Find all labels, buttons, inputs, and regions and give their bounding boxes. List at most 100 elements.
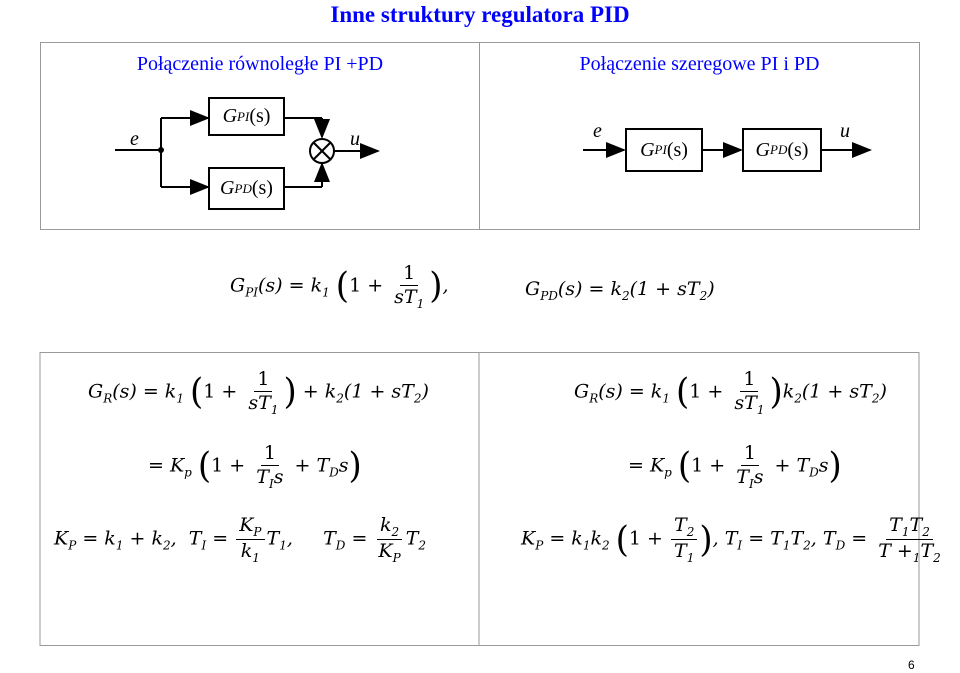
series-gpi-g: G [640,138,655,161]
equation-term: = K [628,454,665,477]
equation-term: 2 [162,538,171,553]
equation-term: s [818,454,829,477]
series-gpd-g: G [755,138,770,161]
gpd-block-sub: PD [234,180,252,196]
equation-term: (s) = k [258,274,323,297]
equation-term: P [253,524,262,539]
equation-term: k [379,514,392,536]
equation-term: , [170,527,177,550]
equation-term: p [664,465,672,480]
equation-term: I [201,538,207,553]
equation-term: I [748,476,754,491]
equation-term: sT [394,285,417,308]
equation-term: + k [129,527,163,550]
equation-term: 1 [322,285,330,300]
series-output-label: u [840,120,850,142]
equation-term: D [835,538,846,553]
equation-term: P [392,550,401,565]
equation-term: 2 [601,538,610,553]
equation-term: 1 + [691,454,726,477]
equation-term: 1 [400,262,419,286]
equation-term: G [574,380,590,403]
equation-term: k [590,527,602,550]
equation-term: K [54,527,69,550]
gpd-block-arg: (s) [251,177,273,199]
equation-term: = [212,527,229,550]
equation-term: + k [302,380,337,403]
equation-term: ) [421,380,429,403]
series-input-label: e [593,120,602,142]
equation-term: 1 [686,550,695,565]
equation-term: (1 + sT [343,380,414,403]
equation-term: , T [810,527,836,550]
equation-term: 1 [740,368,759,392]
equation-term: 2 [803,538,811,553]
equation-term: = T [748,527,783,550]
equation-term: T [674,514,687,536]
equation-term: K [378,540,393,563]
gpi-block-g: G [222,105,238,127]
equation-term: 2 [922,524,930,539]
equation-term: 1 [756,402,765,417]
equation-term: K [239,514,254,536]
equation-term: 1 [254,368,273,392]
equation-term: , [286,527,293,550]
equation-term: 2 [391,524,400,539]
equation-term: 1 [115,538,124,553]
equation-term: 2 [933,550,941,565]
equation-term: T [323,527,336,550]
series-gpd-arg: (s) [787,138,809,161]
equation-term: T [674,540,687,563]
equation-term: D [809,465,819,480]
equation-term: D [335,538,346,553]
equation-term: = k [549,527,583,550]
equation-term: 2 [686,524,695,539]
equation-term: T [736,465,749,488]
series-panel [479,42,920,230]
series-gpi-arg: (s) [666,138,688,161]
equation-term: ) [879,380,887,403]
equation-term: 1 [740,442,759,466]
equation-term: 1 [176,391,184,406]
equation-term: T [256,465,269,488]
equation-term: PD [540,288,558,303]
gpd-equation: GPD(s) = k2(1 + sT2) [525,278,715,303]
gpi-block-sub: PI [237,108,250,124]
equation-term: k [782,380,795,403]
gpd-block-g: G [220,177,235,199]
equation-term: 1 + [211,454,246,477]
parallel-input-label: e [130,128,139,150]
equation-term: sT [248,391,271,414]
parallel-heading: Połączenie równoległe PI +PD [136,53,384,75]
equation-term: 1 + [689,380,724,403]
equation-term: 2 [413,391,422,406]
equation-term: 1 [912,550,921,565]
equation-term: , T [712,527,738,550]
equation-term: 2 [621,288,630,303]
equation-term: 1 [270,402,279,417]
equation-term: 1 [662,391,670,406]
equation-term: G [88,380,104,403]
equation-term: (s) = k [112,380,177,403]
equation-term: 1 [260,442,279,466]
equation-term: = [851,527,868,550]
equation-term: 1 + [349,274,384,297]
equation-term: K [521,527,536,550]
equation-term: T [909,514,923,536]
gpi-block-arg: (s) [249,105,271,127]
equation-term: 2 [699,288,708,303]
equation-term: = [351,527,368,550]
equation-term: sT [734,391,757,414]
equation-term: 1 [252,550,260,565]
page-title: Inne struktury regulatora PID [330,2,630,27]
equation-term: P [535,538,544,553]
equation-term: T + [878,540,913,563]
equation-term: 1 [582,538,591,553]
equation-term: PI [245,285,259,300]
equation-term: (1 + sT [629,278,700,300]
